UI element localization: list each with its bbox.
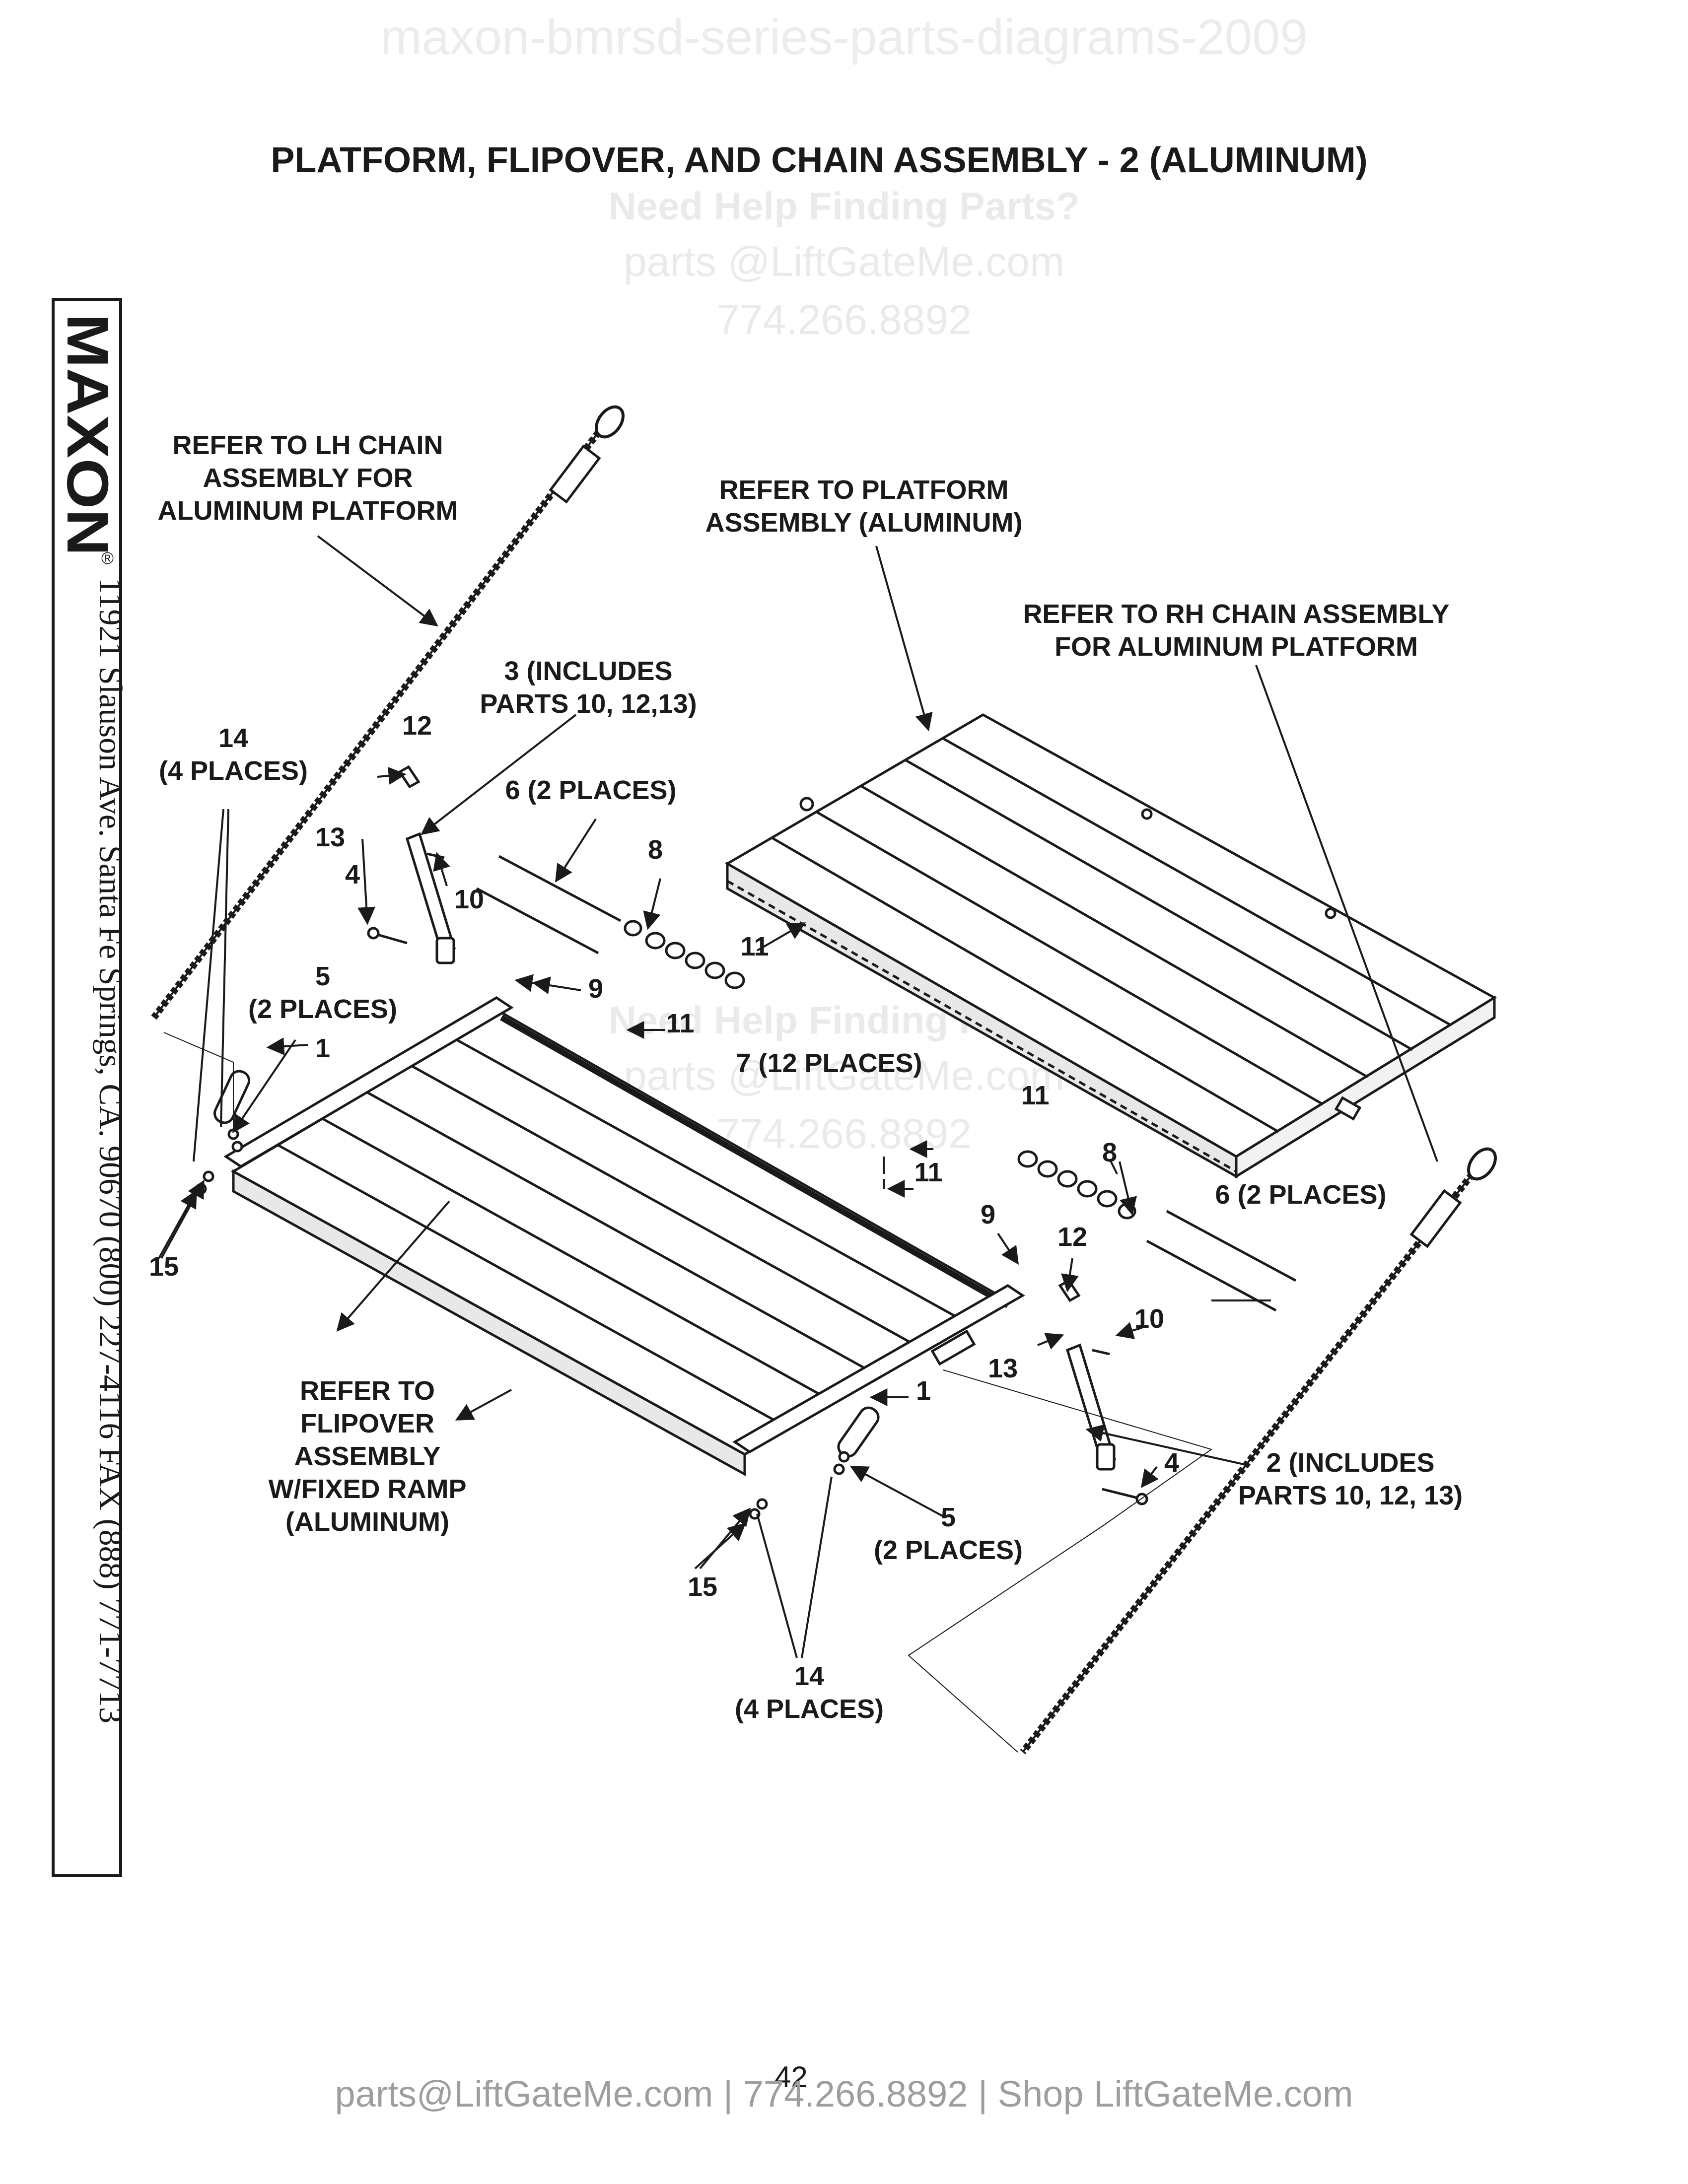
flipover-assembly <box>223 996 1025 1477</box>
callout-rh-chain: REFER TO RH CHAIN ASSEMBLY FOR ALUMINUM … <box>1023 599 1450 662</box>
callout-9-right: 9 <box>980 1200 996 1229</box>
callout-10-right: 10 <box>1134 1304 1165 1334</box>
bushings-part-7 <box>624 920 1136 1220</box>
bracket-part-3 <box>367 765 456 964</box>
callout-part-6-top: 6 (2 PLACES) <box>505 775 677 805</box>
callout-15-right: 15 <box>687 1572 718 1602</box>
reference-lines <box>163 1032 1213 1753</box>
callout-8-right: 8 <box>1102 1138 1118 1167</box>
callout-11-d: 11 <box>914 1158 943 1187</box>
callout-part-6-right: 6 (2 PLACES) <box>1215 1180 1387 1210</box>
callout-11-a: 11 <box>740 932 769 961</box>
callout-11-c: 11 <box>1021 1081 1050 1110</box>
callout-lh-chain: REFER TO LH CHAIN ASSEMBLY FOR ALUMINUM … <box>157 430 458 526</box>
callout-4-right: 4 <box>1164 1448 1180 1478</box>
callout-flipover: REFER TO FLIPOVER ASSEMBLY W/FIXED RAMP … <box>268 1376 467 1537</box>
callout-part-5-right: 5 (2 PLACES) <box>873 1502 1023 1565</box>
callout-part-2: 2 (INCLUDES PARTS 10, 12, 13) <box>1238 1448 1463 1510</box>
leader-lines <box>158 535 1438 1658</box>
callout-part-14-right: 14 (4 PLACES) <box>734 1661 884 1724</box>
callout-9-top: 9 <box>588 974 604 1004</box>
registered-mark: ® <box>101 549 114 568</box>
callout-10-left: 10 <box>454 885 485 914</box>
callout-12-left: 12 <box>402 711 432 741</box>
callout-15-left: 15 <box>148 1252 179 1282</box>
main-platform <box>725 713 1497 1179</box>
callout-1-left: 1 <box>315 1033 331 1063</box>
rh-chain <box>1020 1147 1497 1755</box>
watermark-block-top: Need Help Finding Parts? parts @LiftGate… <box>496 184 1192 344</box>
watermark-block-middle: Need Help Finding Parts? parts @LiftGate… <box>496 998 1192 1158</box>
callout-11-b: 11 <box>666 1009 695 1038</box>
footer-contact: parts@LiftGateMe.com | 774.266.8892 | Sh… <box>335 2073 1353 2115</box>
page-number: 42 <box>774 2060 808 2094</box>
callout-13-right: 13 <box>987 1354 1018 1383</box>
watermark-email-2: parts @LiftGateMe.com <box>623 1052 1065 1099</box>
callout-platform: REFER TO PLATFORM ASSEMBLY (ALUMINUM) <box>705 475 1023 538</box>
callout-12-right: 12 <box>1057 1222 1088 1252</box>
callout-4-left: 4 <box>345 860 360 889</box>
watermark-help: Need Help Finding Parts? <box>608 184 1080 228</box>
page-title: PLATFORM, FLIPOVER, AND CHAIN ASSEMBLY -… <box>271 140 1368 180</box>
watermark-phone: 774.266.8892 <box>716 296 972 343</box>
lh-chain <box>151 405 625 1020</box>
watermark-email: parts @LiftGateMe.com <box>623 238 1065 285</box>
callout-part-14-left: 14 (4 PLACES) <box>158 723 308 786</box>
callout-part-3: 3 (INCLUDES PARTS 10, 12,13) <box>480 656 697 719</box>
callout-13-left: 13 <box>315 822 346 852</box>
watermark-filename: maxon-bmrsd-series-parts-diagrams-2009 <box>380 9 1308 65</box>
maxon-logo: MAXON <box>61 314 115 556</box>
callout-part-7: 7 (12 PLACES) <box>736 1048 922 1078</box>
sidebar-box: MAXON ® 11921 Slauson Ave. Santa Fe Spri… <box>52 298 129 1877</box>
callout-part-5-left: 5 (2 PLACES) <box>248 961 398 1024</box>
maxon-logo-text: MAXON <box>61 314 115 556</box>
callout-8-top: 8 <box>647 835 663 865</box>
callout-1-right: 1 <box>915 1376 931 1406</box>
rods-part-6 <box>476 855 1297 1312</box>
